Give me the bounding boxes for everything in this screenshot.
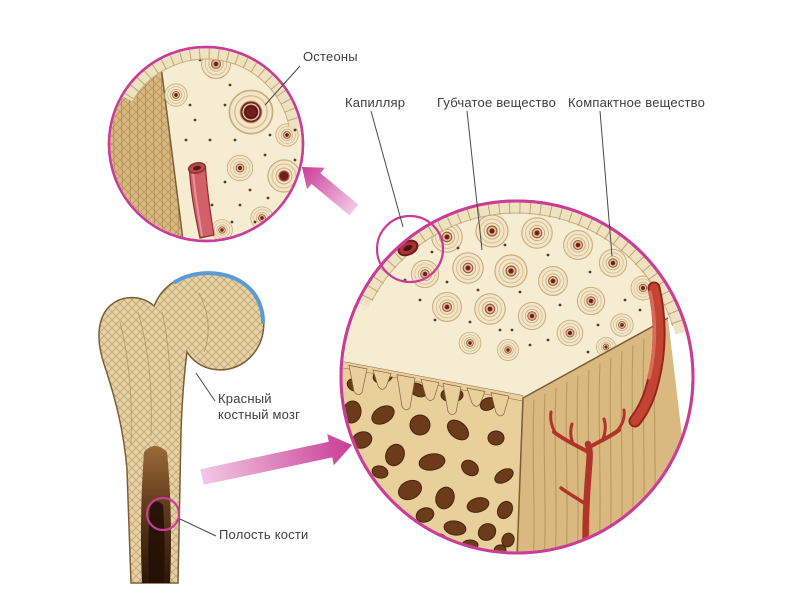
cavity-leader-line xyxy=(179,518,217,537)
label-spongy-substance: Губчатое вещество xyxy=(437,95,557,110)
label-bone-cavity: Полость кости xyxy=(219,527,309,542)
zoom-arrow-to-main xyxy=(200,434,352,485)
capillary-highlight-circle xyxy=(375,214,445,284)
spongy-leader-line xyxy=(466,110,483,251)
main-rim-band xyxy=(357,202,687,335)
label-red-bone-marrow-line1: Красный xyxy=(218,391,272,406)
capillary-leader-line xyxy=(370,110,404,228)
main-circle-outline-top xyxy=(339,199,695,555)
osteon-canal-ring xyxy=(240,101,262,123)
block-edge-top xyxy=(522,317,669,399)
label-red-bone-marrow: Красный костный мозг xyxy=(218,391,300,423)
label-red-bone-marrow-line2: костный мозг xyxy=(218,407,301,422)
inset-face-edge xyxy=(159,57,185,240)
zoom-arrow-to-inset xyxy=(302,167,359,216)
inset-circle-outline-top xyxy=(107,45,305,243)
label-compact-substance: Компактное вещество xyxy=(568,95,706,110)
capillary-tube xyxy=(187,162,215,239)
femur-bone xyxy=(98,271,265,584)
inset-circle xyxy=(107,45,305,243)
inset-rim-inner-line xyxy=(133,58,290,127)
bone-cavity-dark-core xyxy=(148,501,165,583)
main-blood-vessel xyxy=(628,281,666,428)
label-capillary: Капилляр xyxy=(345,95,406,110)
inset-rim-hatching xyxy=(123,48,300,122)
cavity-highlight-circle xyxy=(145,496,181,532)
femur-fibre-texture xyxy=(98,273,264,583)
block-edge-vertical xyxy=(515,397,524,552)
label-osteons: Остеоны xyxy=(303,49,358,64)
main-circle xyxy=(339,199,695,555)
osteons-leader-line xyxy=(264,65,301,106)
leader-lines xyxy=(179,65,613,537)
trabecular-spikes xyxy=(348,364,510,417)
femur-contour-lines xyxy=(119,292,209,445)
osteon-canal xyxy=(244,105,258,119)
osteon-canal-small xyxy=(279,171,289,181)
cartilage-cap xyxy=(173,271,265,324)
compact-leader-line xyxy=(599,110,613,257)
marrow-leader-line xyxy=(195,372,216,402)
